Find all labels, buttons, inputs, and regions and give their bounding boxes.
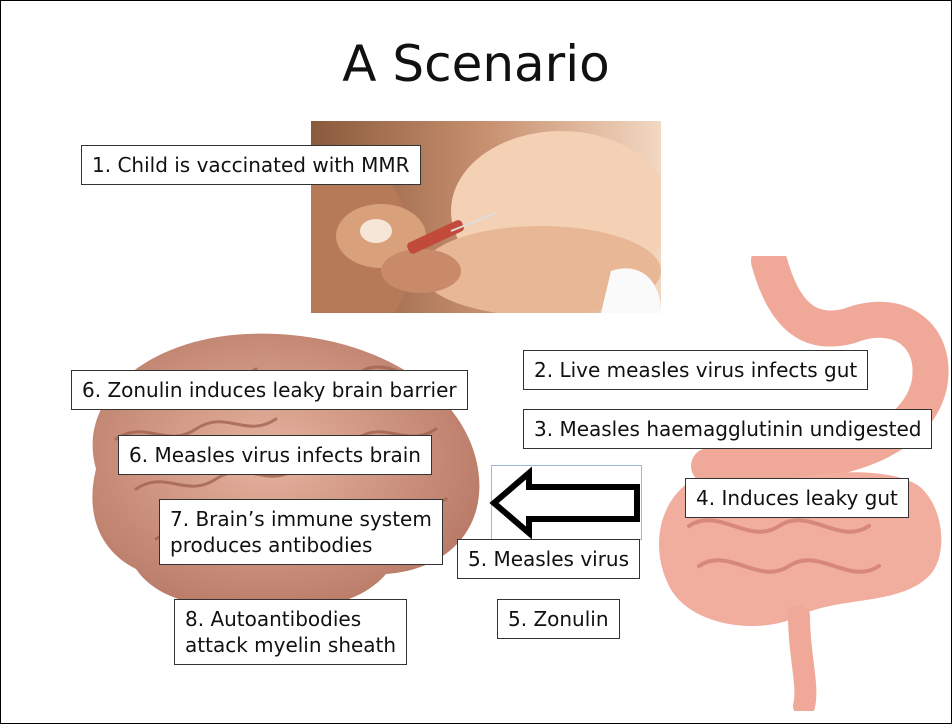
label-haemagglutinin: 3. Measles haemagglutinin undigested [523,409,932,449]
label-immune: 7. Brain’s immune system produces antibo… [159,499,443,565]
label-immune-line2: produces antibodies [170,532,432,558]
label-autoantibodies-line1: 8. Autoantibodies [185,606,396,632]
label-autoantibodies-line2: attack myelin sheath [185,632,396,658]
label-virus-brain: 6. Measles virus infects brain [118,435,432,475]
label-vaccinated: 1. Child is vaccinated with MMR [81,145,421,185]
label-measles-virus: 5. Measles virus [457,539,640,579]
slide-title: A Scenario [1,35,951,93]
label-zonulin: 5. Zonulin [497,599,620,639]
left-arrow-icon [489,463,645,543]
label-zonulin-brain: 6. Zonulin induces leaky brain barrier [71,370,468,410]
label-live-virus: 2. Live measles virus infects gut [523,350,868,390]
label-leaky-gut: 4. Induces leaky gut [685,478,909,518]
label-immune-line1: 7. Brain’s immune system [170,506,432,532]
label-autoantibodies: 8. Autoantibodies attack myelin sheath [174,599,407,665]
